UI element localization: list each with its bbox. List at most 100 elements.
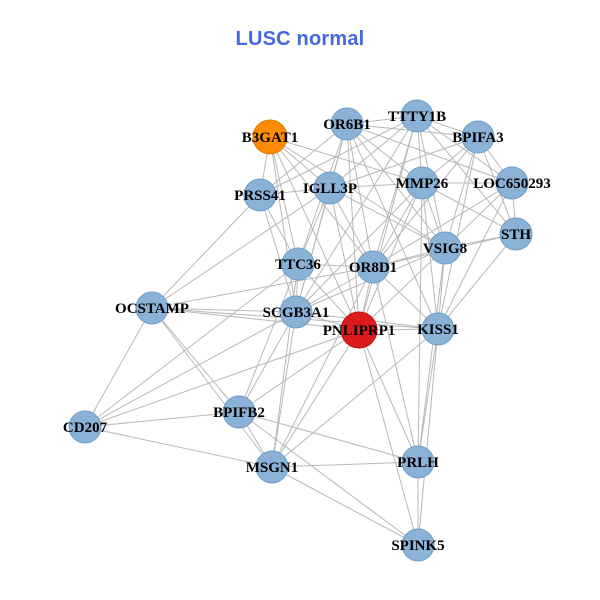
edge-KISS1-PRLH [417,328,439,463]
node-SCGB3A1 [279,295,313,329]
node-label-OR8D1: OR8D1 [349,260,397,276]
edge-OCSTAMP-MSGN1 [151,307,273,468]
node-label-CD207: CD207 [63,420,108,436]
edge-LOC650293-KISS1 [437,182,513,330]
edge-B3GAT1-TTC36 [269,136,299,265]
edge-IGLL3P-VSIG8 [329,187,446,249]
node-label-PNLIPRP1: PNLIPRP1 [323,323,396,339]
node-STH [499,217,533,251]
edge-VSIG8-PNLIPRP1 [358,247,446,331]
edge-OCSTAMP-SCGB3A1 [151,307,297,313]
node-label-B3GAT1: B3GAT1 [242,130,298,146]
edge-B3GAT1-VSIG8 [269,136,446,249]
edge-OR8D1-OCSTAMP [151,266,374,309]
edge-TTTY1B-IGLL3P [329,115,418,189]
edge-PNLIPRP1-BPIFB2 [238,329,360,413]
edge-SCGB3A1-MSGN1 [271,311,297,468]
edge-OCSTAMP-PNLIPRP1 [151,307,360,331]
edge-PNLIPRP1-PRLH [358,329,419,463]
node-label-TTTY1B: TTTY1B [388,109,446,125]
node-label-LOC650293: LOC650293 [473,176,551,192]
node-MSGN1 [255,450,289,484]
node-SPINK5 [401,528,435,562]
edge-MMP26-PRLH [417,182,423,463]
edge-IGLL3P-PNLIPRP1 [329,187,360,331]
edge-MSGN1-SPINK5 [271,466,419,546]
node-TTC36 [281,247,315,281]
edge-KISS1-MSGN1 [271,328,439,468]
edge-TTTY1B-SCGB3A1 [295,115,418,313]
edge-KISS1-SPINK5 [417,328,439,546]
edge-B3GAT1-SCGB3A1 [269,136,297,313]
node-BPIFB2 [222,395,256,429]
edge-LOC650293-OR8D1 [372,182,513,268]
node-label-VSIG8: VSIG8 [423,241,467,257]
node-label-OR6B1: OR6B1 [323,117,371,133]
edge-OR6B1-PNLIPRP1 [346,123,360,331]
node-label-MSGN1: MSGN1 [246,460,299,476]
edge-BPIFA3-KISS1 [437,136,479,330]
node-label-KISS1: KISS1 [417,322,459,338]
edge-TTC36-BPIFB2 [238,263,299,413]
node-OCSTAMP [135,291,169,325]
node-label-SCGB3A1: SCGB3A1 [263,305,330,321]
node-KISS1 [421,312,455,346]
edge-OR6B1-OR8D1 [346,123,374,268]
edge-BPIFB2-PRLH [238,411,419,463]
edge-B3GAT1-PNLIPRP1 [269,136,360,331]
edge-TTTY1B-LOC650293 [416,115,513,184]
edge-CD207-BPIFB2 [84,411,240,428]
edge-PNLIPRP1-SPINK5 [358,329,419,546]
edge-B3GAT1-MMP26 [269,136,423,184]
edge-PRSS41-SCGB3A1 [259,194,297,313]
edge-TTTY1B-PRSS41 [259,115,418,196]
edge-MMP26-PNLIPRP1 [358,182,423,331]
node-label-MMP26: MMP26 [396,176,449,192]
edge-MMP26-STH [421,182,517,235]
edge-MMP26-SCGB3A1 [295,182,423,313]
edge-OCSTAMP-BPIFB2 [151,307,240,413]
edge-PNLIPRP1-CD207 [84,329,360,428]
node-label-BPIFA3: BPIFA3 [452,130,503,146]
edge-SCGB3A1-CD207 [84,311,297,428]
node-VSIG8 [428,231,462,265]
node-CD207 [68,410,102,444]
node-PRSS41 [243,178,277,212]
node-OR8D1 [356,250,390,284]
node-BPIFA3 [461,120,495,154]
edge-TTTY1B-PNLIPRP1 [358,115,418,331]
edge-OR6B1-PRSS41 [259,123,348,196]
edge-VSIG8-PRLH [417,247,446,463]
node-label-OCSTAMP: OCSTAMP [115,301,189,317]
edge-IGLL3P-SCGB3A1 [295,187,331,313]
node-label-SPINK5: SPINK5 [391,538,444,554]
edge-TTC36-CD207 [84,263,299,428]
node-MMP26 [405,166,439,200]
node-PRLH [401,445,435,479]
edge-IGLL3P-OCSTAMP [151,187,331,309]
edge-OR6B1-KISS1 [346,123,439,330]
node-label-STH: STH [501,227,531,243]
edge-BPIFA3-IGLL3P [329,136,479,189]
node-label-PRSS41: PRSS41 [234,188,286,204]
edge-MMP26-KISS1 [421,182,439,330]
edge-TTC36-MSGN1 [271,263,299,468]
node-label-BPIFB2: BPIFB2 [213,405,265,421]
edge-OR8D1-MSGN1 [271,266,374,468]
node-TTTY1B [400,99,434,133]
node-IGLL3P [313,171,347,205]
edge-CD207-MSGN1 [84,426,273,468]
node-B3GAT1 [252,119,288,155]
edge-BPIFB2-SPINK5 [238,411,419,546]
node-LOC650293 [495,166,529,200]
edge-BPIFA3-VSIG8 [444,136,479,249]
edge-OCSTAMP-CD207 [84,307,153,428]
node-label-IGLL3P: IGLL3P [303,181,357,197]
edge-MSGN1-PRLH [271,461,419,468]
chart-title: LUSC normal [235,28,365,50]
node-label-TTC36: TTC36 [275,257,321,273]
node-PNLIPRP1 [340,311,378,349]
node-OR6B1 [330,107,364,141]
